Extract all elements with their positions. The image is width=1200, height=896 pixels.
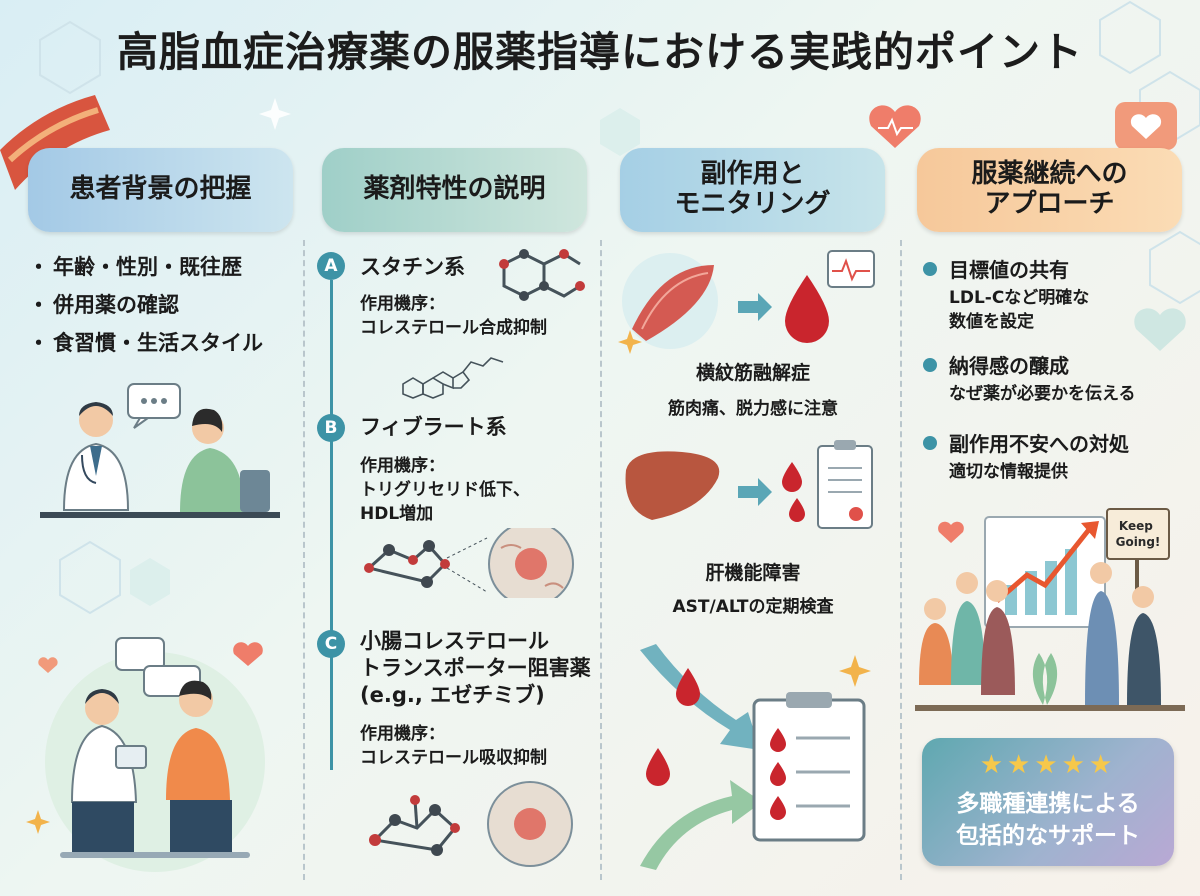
badge-a: A	[317, 252, 345, 280]
heart-icon	[869, 105, 921, 148]
liver-dysfunction-note: AST/ALTの定期検査	[672, 597, 834, 617]
badge-c: C	[317, 630, 345, 658]
column-divider	[303, 240, 305, 880]
keep-going-sign-text: Keep Going!	[1116, 519, 1161, 549]
patient-background-list: 年齢・性別・既往歴 併用薬の確認 食習慣・生活スタイル	[28, 248, 263, 362]
blood-monitoring-clipboard-illustration	[640, 644, 866, 870]
goal-sharing-detail: LDL-Cなど明確な 数値を設定	[949, 288, 1090, 332]
adherence-header: 服薬継続への アプローチ	[917, 148, 1182, 232]
rhabdomyolysis-note: 筋肉痛、脱力感に注意	[668, 399, 838, 419]
molecule-icon	[499, 249, 585, 301]
fibrate-molecule-cell-icon	[364, 528, 574, 598]
bullet-dot	[923, 358, 937, 372]
patient-counseling-illustration	[38, 637, 265, 872]
goal-sharing-title: 目標値の共有	[949, 258, 1069, 282]
fibrate-mechanism: 作用機序： トリグリセリド低下、 HDL増加	[360, 456, 530, 524]
keep-going-line-1: Keep	[1119, 519, 1153, 533]
cholesterol-structure-icon	[402, 357, 504, 399]
liver-dysfunction-title: 肝機能障害	[705, 562, 801, 584]
drug-characteristics-header: 薬剤特性の説明	[322, 148, 587, 232]
ezetimibe-molecule-cell-icon	[369, 781, 573, 867]
ezetimibe-name: 小腸コレステロール トランスポーター阻害薬 (e.g., エゼチミブ)	[360, 629, 591, 707]
patient-background-header: 患者背景の把握	[28, 148, 293, 232]
column-divider	[600, 240, 602, 880]
doctor-consultation-illustration	[40, 383, 280, 518]
understanding-detail: なぜ薬が必要かを伝える	[949, 384, 1136, 404]
understanding-title: 納得感の醸成	[949, 354, 1069, 378]
bullet-dot	[923, 436, 937, 450]
list-item: 年齢・性別・既往歴	[28, 248, 263, 286]
bullet-dot	[923, 262, 937, 276]
side-effect-anxiety-detail: 適切な情報提供	[949, 462, 1068, 482]
timeline-line	[330, 280, 333, 770]
patient-background-column: 患者背景の把握 年齢・性別・既往歴 併用薬の確認 食習慣・生活スタイル	[16, 148, 306, 888]
keep-going-line-2: Going!	[1116, 535, 1161, 549]
rhabdomyolysis-title: 横紋筋融解症	[695, 362, 810, 384]
list-item: 食習慣・生活スタイル	[28, 324, 263, 362]
rating-stars-icon: ★★★★★	[979, 750, 1117, 780]
page-title: 高脂血症治療薬の服薬指導における実践的ポイント	[117, 28, 1083, 76]
fibrate-name: フィブラート系	[360, 415, 507, 439]
statin-name: スタチン系	[360, 255, 465, 279]
ezetimibe-mechanism: 作用機序： コレステロール吸収抑制	[360, 724, 547, 768]
badge-b: B	[317, 414, 345, 442]
multidisciplinary-support-card: ★★★★★ 多職種連携による 包括的なサポート	[922, 738, 1174, 866]
keep-going-sign: Keep Going!	[1106, 508, 1170, 593]
adherence-column: 服薬継続への アプローチ 目標値の共有 LDL-Cなど明確な 数値を設定 納得感…	[905, 148, 1195, 888]
muscle-blood-monitor-illustration	[622, 250, 875, 349]
list-item: 併用薬の確認	[28, 286, 263, 324]
column-divider	[900, 240, 902, 880]
side-effects-column: 副作用と モニタリング 横紋筋融解症 筋肉痛、脱力感に注意 肝機能障害 AST/…	[608, 148, 898, 888]
drug-characteristics-column: 薬剤特性の説明 A スタチン系 作用機序： コレステロール合成抑制 B フィブラ…	[310, 148, 600, 888]
side-effects-header: 副作用と モニタリング	[620, 148, 885, 232]
liver-blood-test-illustration	[625, 440, 873, 529]
side-effect-anxiety-title: 副作用不安への対処	[949, 432, 1129, 456]
statin-mechanism: 作用機序： コレステロール合成抑制	[360, 294, 547, 338]
support-text: 多職種連携による 包括的なサポート	[956, 791, 1140, 849]
team-motivation-illustration: Keep Going!	[915, 508, 1185, 711]
